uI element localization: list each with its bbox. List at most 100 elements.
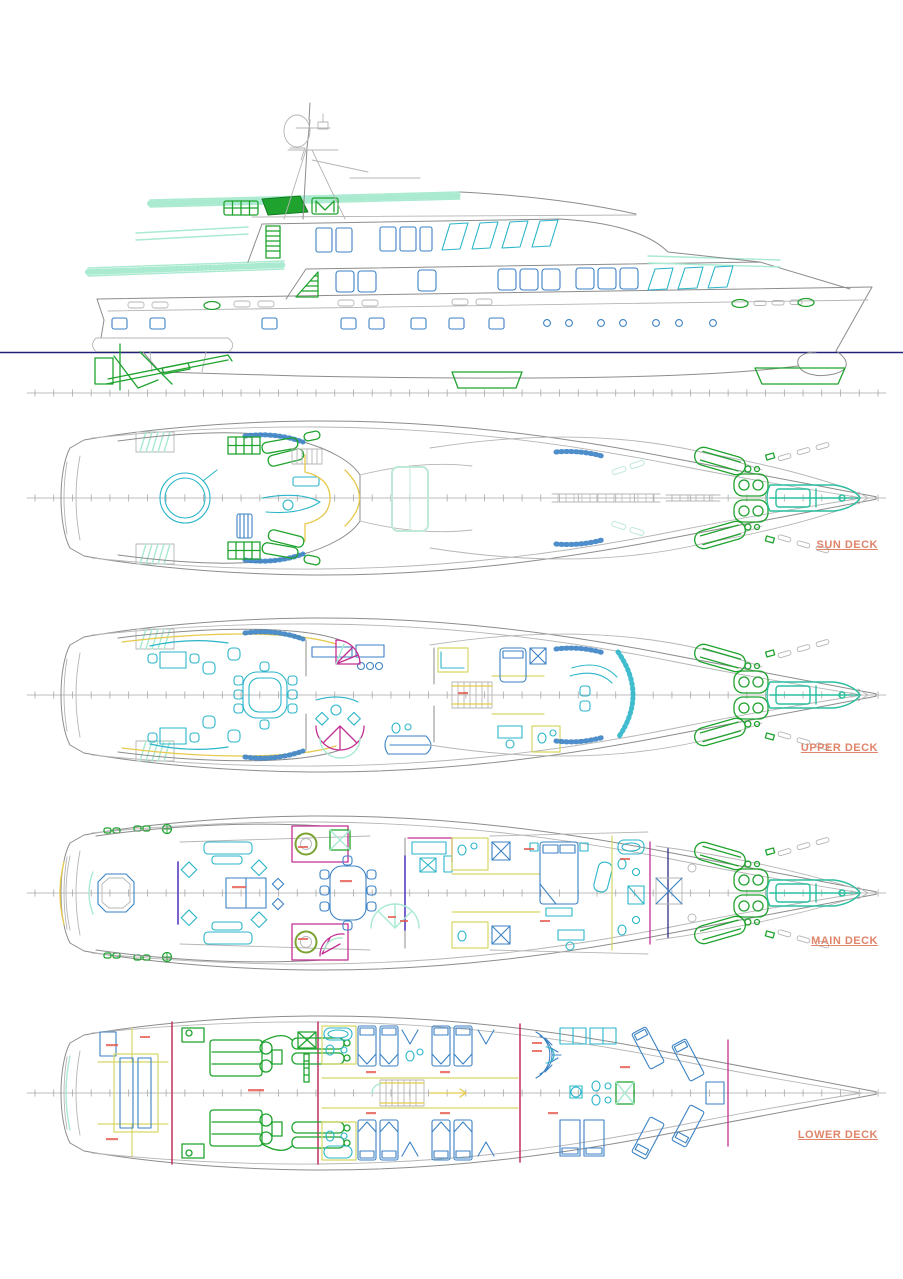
guest-cabins	[321, 1025, 519, 1161]
svg-text:36: 36	[744, 399, 750, 404]
svg-text:5: 5	[165, 899, 168, 904]
svg-text:22: 22	[482, 701, 488, 706]
deck-label-lower: LOWER DECK	[797, 1129, 878, 1141]
svg-text:3: 3	[127, 399, 130, 404]
svg-text:43: 43	[875, 701, 881, 706]
svg-text:28: 28	[594, 399, 600, 404]
ladder-icon	[265, 225, 281, 259]
svg-text:30: 30	[632, 504, 638, 509]
svg-text:36: 36	[744, 1099, 750, 1104]
svg-text:11: 11	[276, 1099, 281, 1104]
svg-text:20: 20	[445, 504, 451, 509]
svg-text:1: 1	[90, 399, 93, 404]
svg-text:10: 10	[257, 1099, 263, 1104]
svg-text:21: 21	[463, 399, 469, 404]
pantry-dayhead	[291, 825, 351, 961]
svg-text:11: 11	[276, 504, 281, 509]
svg-text:7: 7	[202, 701, 205, 706]
stair-glyph	[295, 271, 319, 298]
hull-windows	[111, 317, 717, 330]
svg-text:0: 0	[71, 701, 74, 706]
svg-text:8: 8	[221, 504, 224, 509]
svg-text:1: 1	[90, 1099, 93, 1104]
svg-text:14: 14	[332, 1099, 338, 1104]
svg-text:33: 33	[688, 1099, 694, 1104]
deck-label-upper: UPPER DECK	[800, 742, 878, 754]
svg-text:34: 34	[707, 399, 713, 404]
svg-text:22: 22	[482, 399, 488, 404]
svg-text:5: 5	[165, 701, 168, 706]
wheelhouse-windows	[441, 219, 559, 251]
svg-text:35: 35	[726, 701, 732, 706]
svg-text:7: 7	[202, 1099, 205, 1104]
svg-text:19: 19	[426, 701, 432, 706]
svg-text:33: 33	[688, 399, 694, 404]
svg-text:15: 15	[351, 504, 357, 509]
svg-text:23: 23	[501, 899, 507, 904]
svg-text:4: 4	[146, 899, 149, 904]
svg-text:-1: -1	[52, 504, 57, 509]
svg-text:20: 20	[445, 1099, 451, 1104]
svg-text:38: 38	[782, 1099, 788, 1104]
svg-text:38: 38	[782, 399, 788, 404]
svg-text:6: 6	[184, 899, 187, 904]
svg-text:25: 25	[538, 701, 544, 706]
svg-text:14: 14	[332, 504, 338, 509]
maindeck-windows	[335, 267, 639, 293]
svg-text:26: 26	[557, 1099, 563, 1104]
svg-text:8: 8	[221, 701, 224, 706]
master-bed-icon	[529, 841, 589, 917]
svg-text:42: 42	[857, 399, 863, 404]
svg-text:28: 28	[594, 504, 600, 509]
svg-text:6: 6	[184, 504, 187, 509]
svg-text:32: 32	[669, 899, 675, 904]
sun-lounger-icon	[227, 430, 321, 566]
svg-text:33: 33	[688, 504, 694, 509]
centerline-walkway	[551, 493, 721, 503]
dining-table-icon	[233, 661, 298, 730]
svg-text:38: 38	[782, 899, 788, 904]
svg-text:2: 2	[109, 399, 112, 404]
vent-dashes	[611, 459, 645, 536]
table-icon	[223, 200, 259, 216]
keel-block	[451, 371, 523, 389]
svg-text:25: 25	[538, 399, 544, 404]
svg-text:4: 4	[146, 701, 149, 706]
cleat-icon	[203, 297, 815, 311]
svg-text:0: 0	[71, 504, 74, 509]
svg-text:39: 39	[801, 399, 807, 404]
svg-text:20: 20	[445, 701, 451, 706]
svg-text:33: 33	[688, 701, 694, 706]
svg-text:12: 12	[295, 504, 301, 509]
spiral-stairs-icon	[315, 639, 365, 759]
stairs-icon	[451, 681, 493, 709]
railing	[87, 260, 285, 277]
svg-text:21: 21	[463, 899, 469, 904]
svg-text:34: 34	[707, 504, 713, 509]
svg-text:9: 9	[240, 399, 243, 404]
pantry	[437, 647, 469, 673]
aft-table-icon	[88, 871, 135, 915]
window-band	[242, 432, 306, 564]
svg-text:4: 4	[146, 1099, 149, 1104]
svg-text:27: 27	[576, 1099, 582, 1104]
crew-area	[532, 1026, 725, 1160]
svg-text:38: 38	[782, 504, 788, 509]
deck-label-sun: SUN DECK	[816, 539, 878, 551]
keel-block	[754, 367, 846, 385]
svg-text:31: 31	[651, 504, 657, 509]
svg-text:26: 26	[557, 399, 563, 404]
svg-text:17: 17	[388, 399, 394, 404]
svg-text:43: 43	[875, 899, 881, 904]
day-head	[384, 722, 432, 755]
svg-text:10: 10	[257, 399, 263, 404]
svg-text:9: 9	[240, 504, 243, 509]
svg-text:33: 33	[688, 899, 694, 904]
svg-text:32: 32	[669, 504, 675, 509]
svg-text:28: 28	[594, 701, 600, 706]
svg-text:32: 32	[669, 1099, 675, 1104]
svg-text:9: 9	[240, 899, 243, 904]
